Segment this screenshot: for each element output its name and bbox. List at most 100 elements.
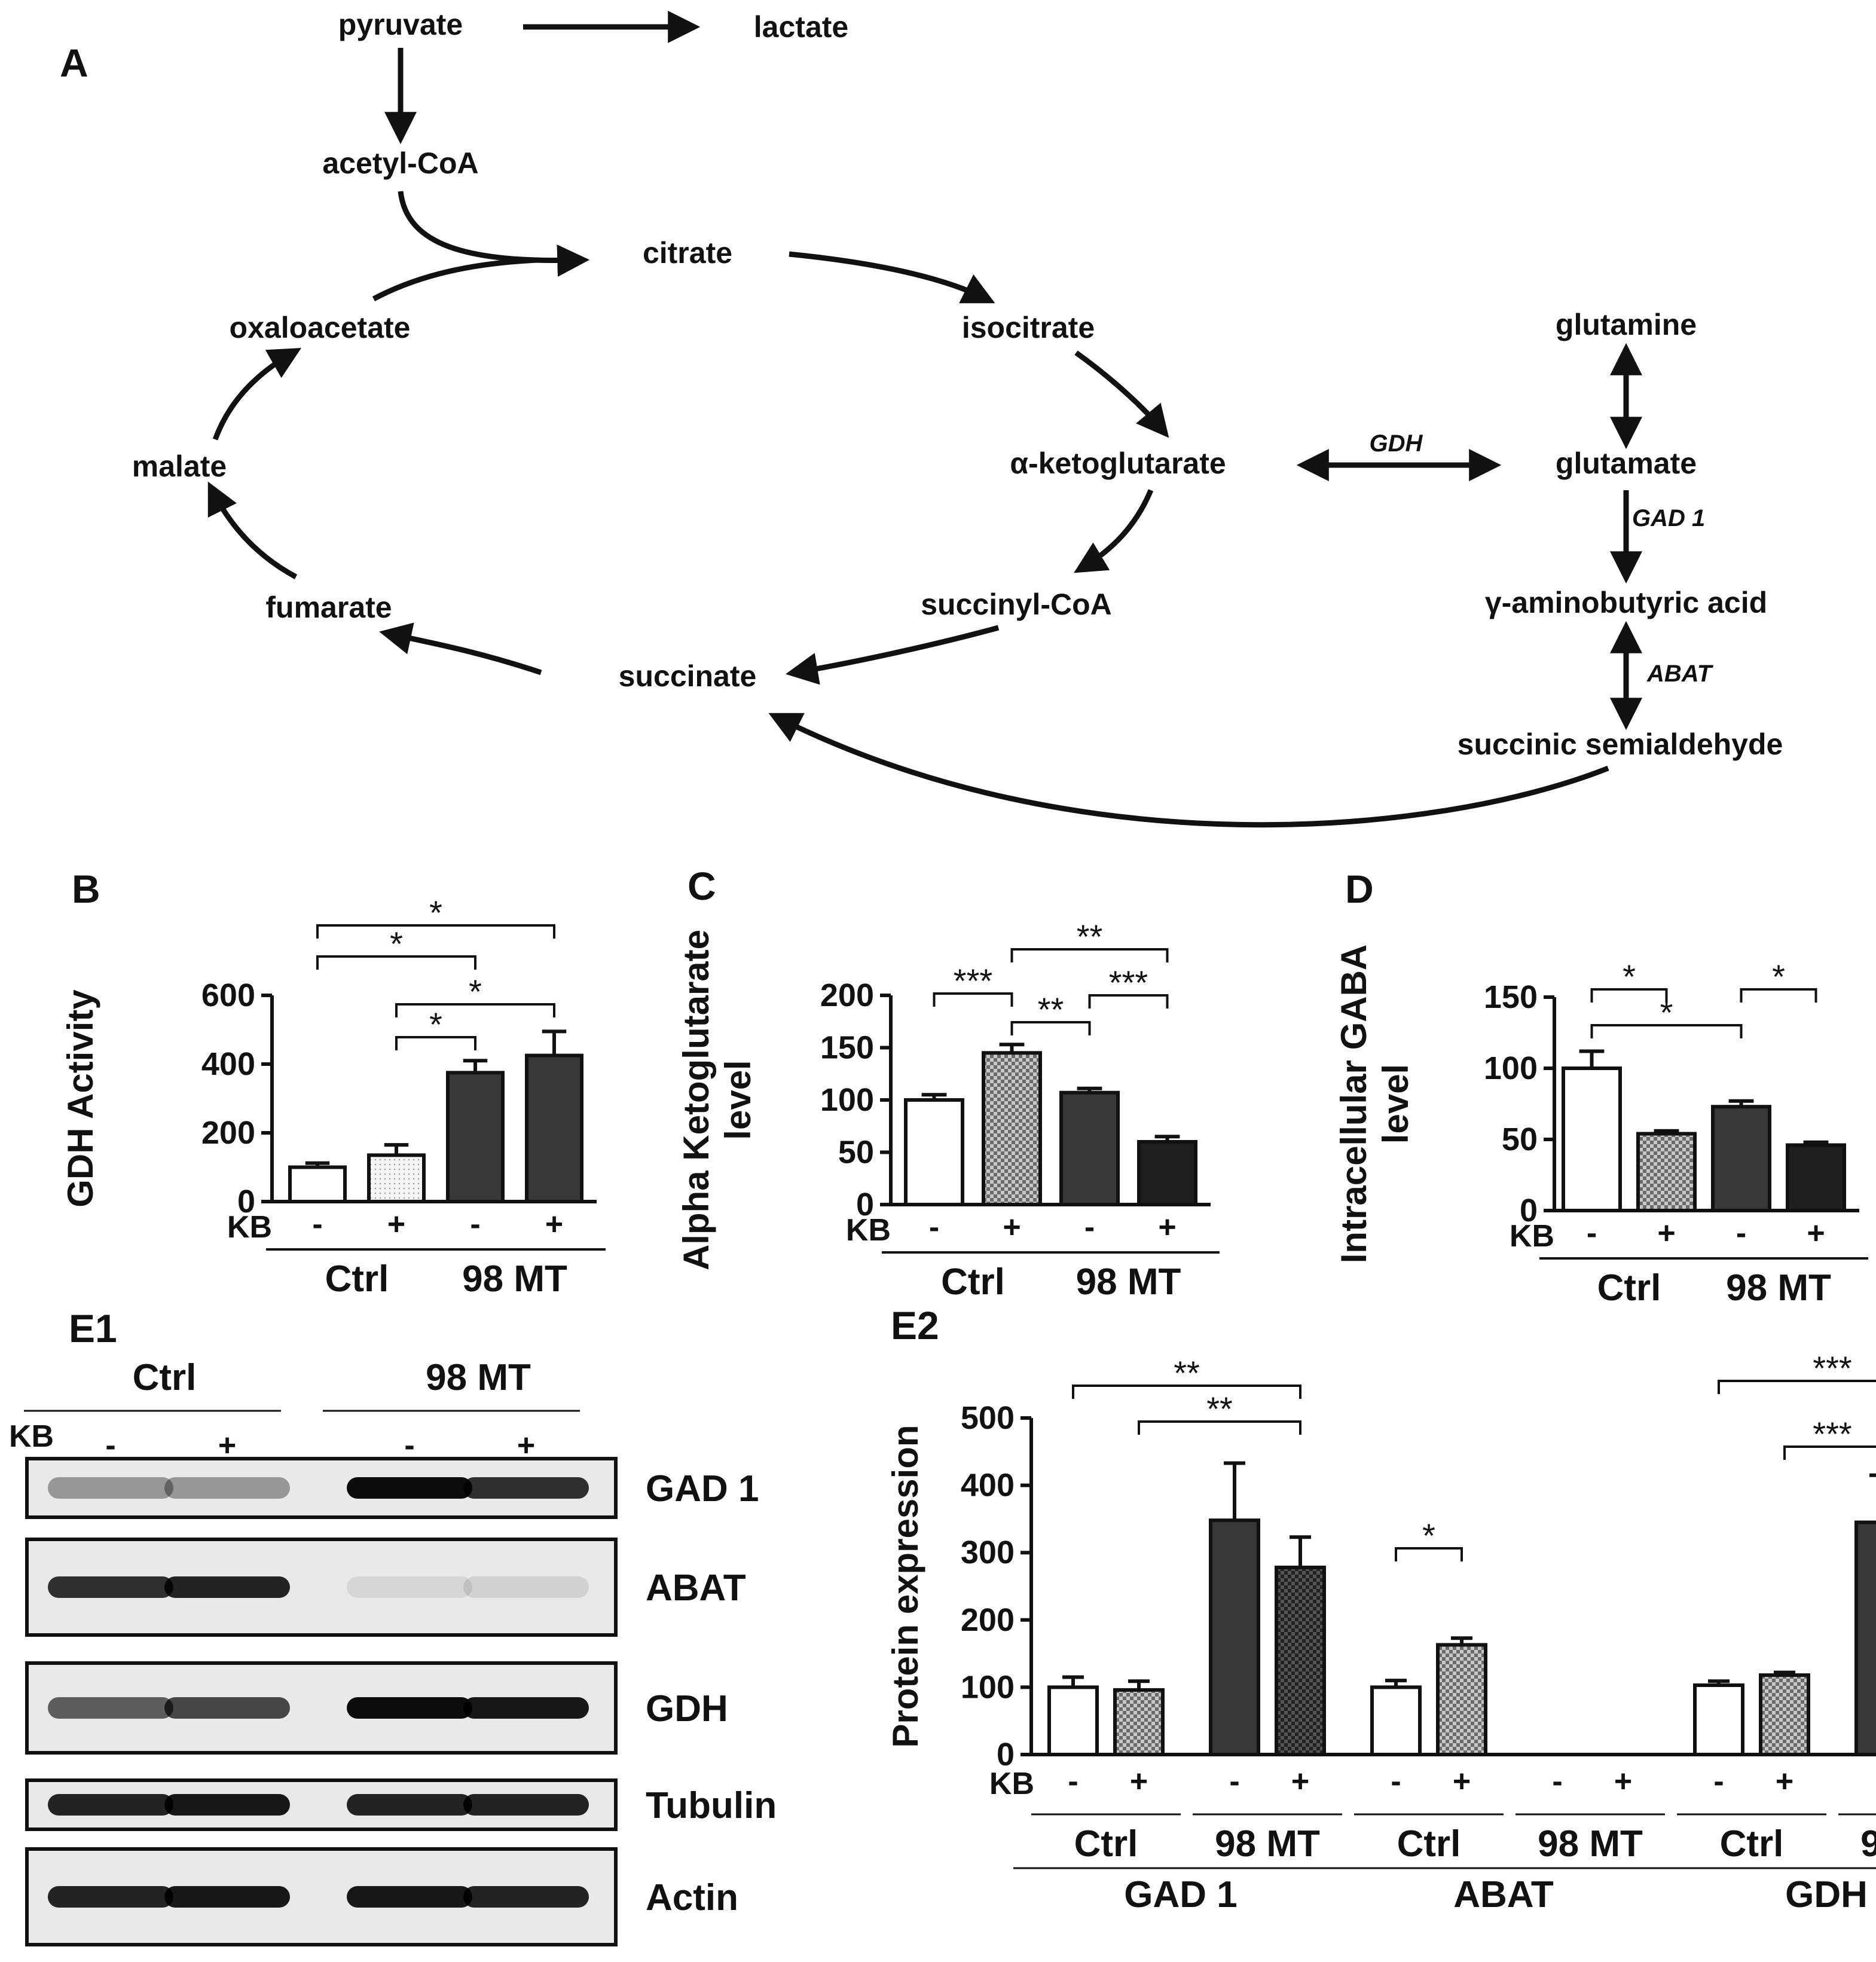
significance-bracket (1010, 948, 1169, 962)
significance-label: * (390, 925, 403, 962)
blot-band (463, 1794, 589, 1816)
significance-bracket (1088, 994, 1169, 1008)
subgroup-label: 98 MT (1538, 1823, 1643, 1865)
y-axis-label-line: Intracellular GABA (1334, 945, 1374, 1263)
panel-label-c: C (688, 864, 716, 908)
significance-label: ** (1038, 991, 1064, 1028)
y-tick-label: 400 (961, 1468, 1015, 1503)
y-axis-label-line: level (1376, 1064, 1416, 1144)
kb-sign: - (1875, 1764, 1876, 1799)
enzyme-abat: ABAT (1646, 661, 1714, 687)
metabolite-pyruvate: pyruvate (338, 8, 463, 41)
blot-band (347, 1477, 472, 1499)
kb-sign: + (1453, 1764, 1471, 1799)
bar (982, 1051, 1042, 1206)
kb-label: KB (846, 1213, 891, 1248)
kb-sign: + (545, 1207, 563, 1242)
enzyme-gad1: GAD 1 (1632, 505, 1705, 531)
blot-band (347, 1886, 472, 1908)
lane-sign: - (105, 1428, 115, 1463)
bar (1854, 1520, 1876, 1757)
arrow-ssa-succinate (768, 713, 1609, 828)
kb-sign: - (1713, 1764, 1724, 1799)
y-axis-label: GDH Activity (60, 989, 100, 1208)
blot-band (48, 1886, 173, 1908)
kb-sign: + (387, 1207, 405, 1242)
metabolite-gaba: γ-aminobutyric acid (1485, 586, 1767, 619)
y-tick-label: 300 (961, 1535, 1015, 1570)
metabolite-acetyl-coa: acetyl-CoA (322, 146, 478, 180)
y-tick-label: 100 (1484, 1050, 1538, 1086)
y-tick-label: 0 (997, 1737, 1015, 1772)
arrow-succinylcoa-succinate (786, 625, 1000, 685)
bar (1759, 1673, 1810, 1757)
blot-band (48, 1697, 173, 1719)
kb-sign: + (1776, 1764, 1793, 1799)
metabolite-alpha-ketoglutarate: α-ketoglutarate (1010, 447, 1226, 480)
kb-label: KB (1510, 1219, 1554, 1254)
y-tick-label: 400 (201, 1046, 255, 1082)
bar (1562, 1066, 1622, 1212)
kb-sign: - (929, 1210, 939, 1245)
significance-label: *** (1109, 964, 1148, 1001)
significance-label: * (429, 1006, 442, 1043)
y-tick-label: 150 (820, 1030, 874, 1066)
subgroup-label: Ctrl (1074, 1823, 1138, 1865)
y-tick-label: 150 (1484, 979, 1538, 1015)
kb-label: KB (9, 1419, 54, 1454)
significance-bracket (1590, 1024, 1743, 1038)
group-label: Ctrl (325, 1258, 389, 1300)
subgroup-label: Ctrl (1720, 1823, 1784, 1865)
kb-sign: - (1587, 1216, 1597, 1251)
blot-group-label: 98 MT (426, 1357, 531, 1398)
arrow-acetylcoa-citrate (398, 191, 590, 277)
kb-sign: - (1068, 1764, 1078, 1799)
kb-sign: + (1614, 1764, 1632, 1799)
bar (1693, 1683, 1744, 1756)
kb-sign: + (1003, 1210, 1021, 1245)
blot-band (347, 1697, 472, 1719)
y-axis-label-line: Alpha Ketoglutarate (676, 930, 716, 1270)
significance-label: *** (1813, 1349, 1851, 1387)
metabolite-succinate: succinate (619, 659, 757, 693)
significance-bracket (1740, 988, 1817, 1003)
metabolite-glutamine: glutamine (1556, 308, 1697, 341)
arrow-akg-succinylcoa (1074, 489, 1154, 573)
bar (525, 1053, 583, 1203)
significance-label: ** (1174, 1354, 1200, 1392)
bar (1047, 1685, 1099, 1756)
subgroup-label: 98 MT (1215, 1823, 1320, 1865)
bar (1275, 1565, 1326, 1756)
metabolite-glutamate: glutamate (1556, 447, 1697, 480)
y-tick-label: 200 (961, 1602, 1015, 1638)
blot-row-label: GDH (646, 1688, 728, 1729)
blot-band (164, 1886, 290, 1908)
kb-label: KB (227, 1210, 272, 1245)
bar (1113, 1688, 1165, 1757)
y-axis-label-line: level (718, 1060, 758, 1139)
significance-label: *** (1813, 1415, 1851, 1453)
significance-bracket (395, 1036, 476, 1050)
significance-label: * (429, 894, 442, 931)
metabolite-isocitrate: isocitrate (962, 311, 1095, 344)
kb-sign: + (1657, 1216, 1675, 1251)
significance-bracket (395, 1003, 555, 1017)
bar (1436, 1643, 1487, 1756)
arrow-fumarate-malate (207, 481, 298, 579)
panel-label-b: B (72, 867, 100, 911)
y-tick-label: 200 (820, 977, 874, 1013)
blot-band (164, 1477, 290, 1499)
kb-sign: - (1391, 1764, 1401, 1799)
group-label: Ctrl (1597, 1267, 1661, 1309)
blot-band (164, 1697, 290, 1719)
significance-label: * (1623, 958, 1636, 995)
significance-bracket (1138, 1420, 1301, 1435)
bar (1711, 1105, 1771, 1213)
panel-label-e1: E1 (69, 1306, 117, 1350)
bar (367, 1153, 426, 1203)
kb-sign: + (1130, 1764, 1148, 1799)
significance-bracket (1072, 1385, 1301, 1399)
group-label: 98 MT (1726, 1267, 1831, 1309)
blot-group-label: Ctrl (133, 1357, 197, 1398)
